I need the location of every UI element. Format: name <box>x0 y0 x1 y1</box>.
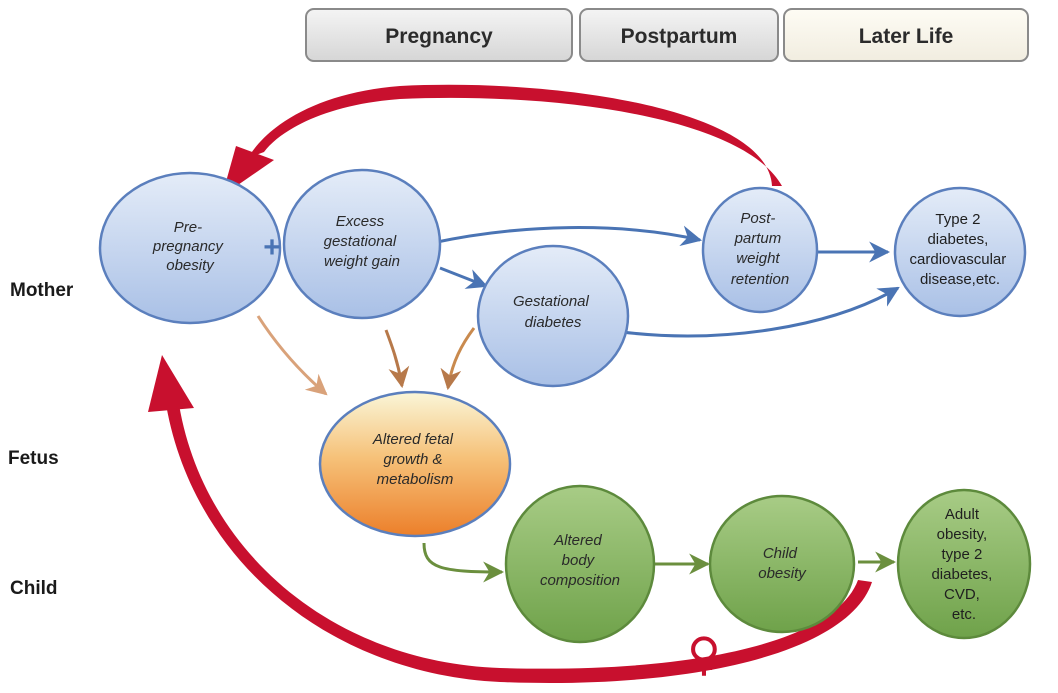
node-text: Post- partum weight retention <box>731 210 789 288</box>
node-text: Pre- pregnancy obesity <box>152 219 227 274</box>
plus-sign: + <box>263 231 281 264</box>
node-text: Gestational diabetes <box>513 293 593 331</box>
arrow-gain-to-postpartum <box>431 225 703 247</box>
node-text: Adult obesity, type 2 diabetes, CVD, etc… <box>931 506 996 623</box>
cycle-arrow-bottom <box>148 355 872 684</box>
row-label-mother: Mother <box>10 280 74 301</box>
node-text: Excess gestational weight gain <box>324 213 401 270</box>
phase-header-pregnancy: Pregnancy <box>305 8 573 62</box>
node-gestational-diabetes: Gestational diabetes <box>476 244 630 388</box>
row-label-fetus: Fetus <box>8 448 59 469</box>
arrow-fetus-to-body <box>422 542 505 583</box>
node-adult-obesity: Adult obesity, type 2 diabetes, CVD, etc… <box>896 488 1032 640</box>
phase-label-postpartum: Postpartum <box>621 25 738 48</box>
arrow-gdm-to-type2 <box>621 286 900 338</box>
node-text: Altered fetal growth & metabolism <box>372 431 457 488</box>
node-excess-gestational-weight-gain: Excess gestational weight gain <box>282 168 442 320</box>
node-text: Type 2 diabetes, cardiovascular disease,… <box>910 211 1011 288</box>
node-altered-fetal-growth: Altered fetal growth & metabolism <box>318 390 512 538</box>
arrow-gain-to-fetus <box>384 329 410 389</box>
phase-label-later-life: Later Life <box>859 25 954 48</box>
phase-header-later-life: Later Life <box>783 8 1029 62</box>
phase-label-pregnancy: Pregnancy <box>385 25 493 48</box>
node-text: Altered body composition <box>540 532 620 589</box>
node-child-obesity: Child obesity <box>708 494 856 634</box>
node-prepregnancy-obesity: Pre- pregnancy obesity <box>98 171 282 325</box>
arrow-gdm-to-fetus <box>440 327 476 391</box>
node-postpartum-weight-retention: Post- partum weight retention <box>701 186 819 314</box>
node-text: Child obesity <box>758 545 807 582</box>
arrow-obesity-to-fetus <box>256 315 328 396</box>
node-altered-body-composition: Altered body composition <box>504 484 656 644</box>
node-type2-diabetes-cvd: Type 2 diabetes, cardiovascular disease,… <box>893 186 1027 318</box>
row-label-child: Child <box>10 578 58 599</box>
female-symbol-icon: ♀ <box>687 627 721 681</box>
cycle-arrow-top <box>222 84 782 196</box>
arrow-gain-to-gdm <box>439 266 488 289</box>
phase-header-postpartum: Postpartum <box>579 8 779 62</box>
